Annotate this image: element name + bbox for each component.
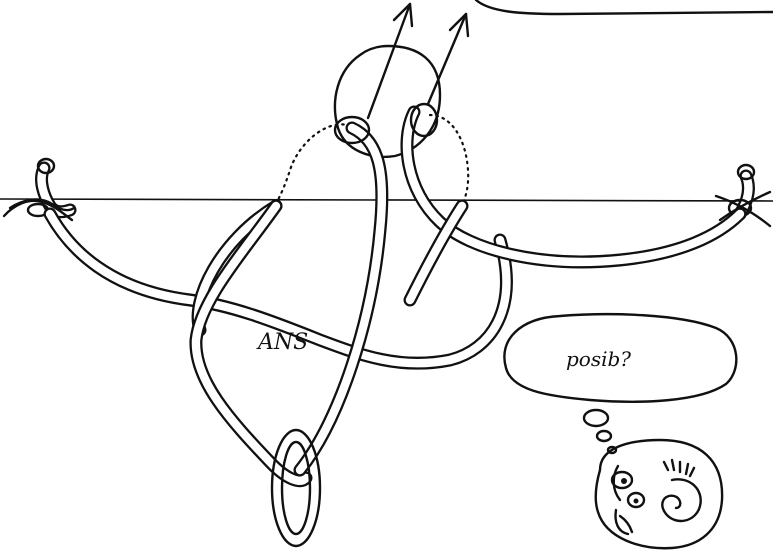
dotted-left-loop xyxy=(276,124,350,204)
arrow-up-icon xyxy=(428,14,468,104)
bottom-ring xyxy=(272,430,320,546)
snail-icon xyxy=(596,440,722,548)
thought-bubble: posib? xyxy=(504,314,736,453)
main-rope xyxy=(50,112,740,481)
arrow-up-icon xyxy=(368,4,412,118)
thought-text: posib? xyxy=(566,347,631,371)
ring-label: ANS xyxy=(256,330,308,355)
left-knot xyxy=(4,159,74,220)
top-bubble-edge xyxy=(476,0,773,14)
